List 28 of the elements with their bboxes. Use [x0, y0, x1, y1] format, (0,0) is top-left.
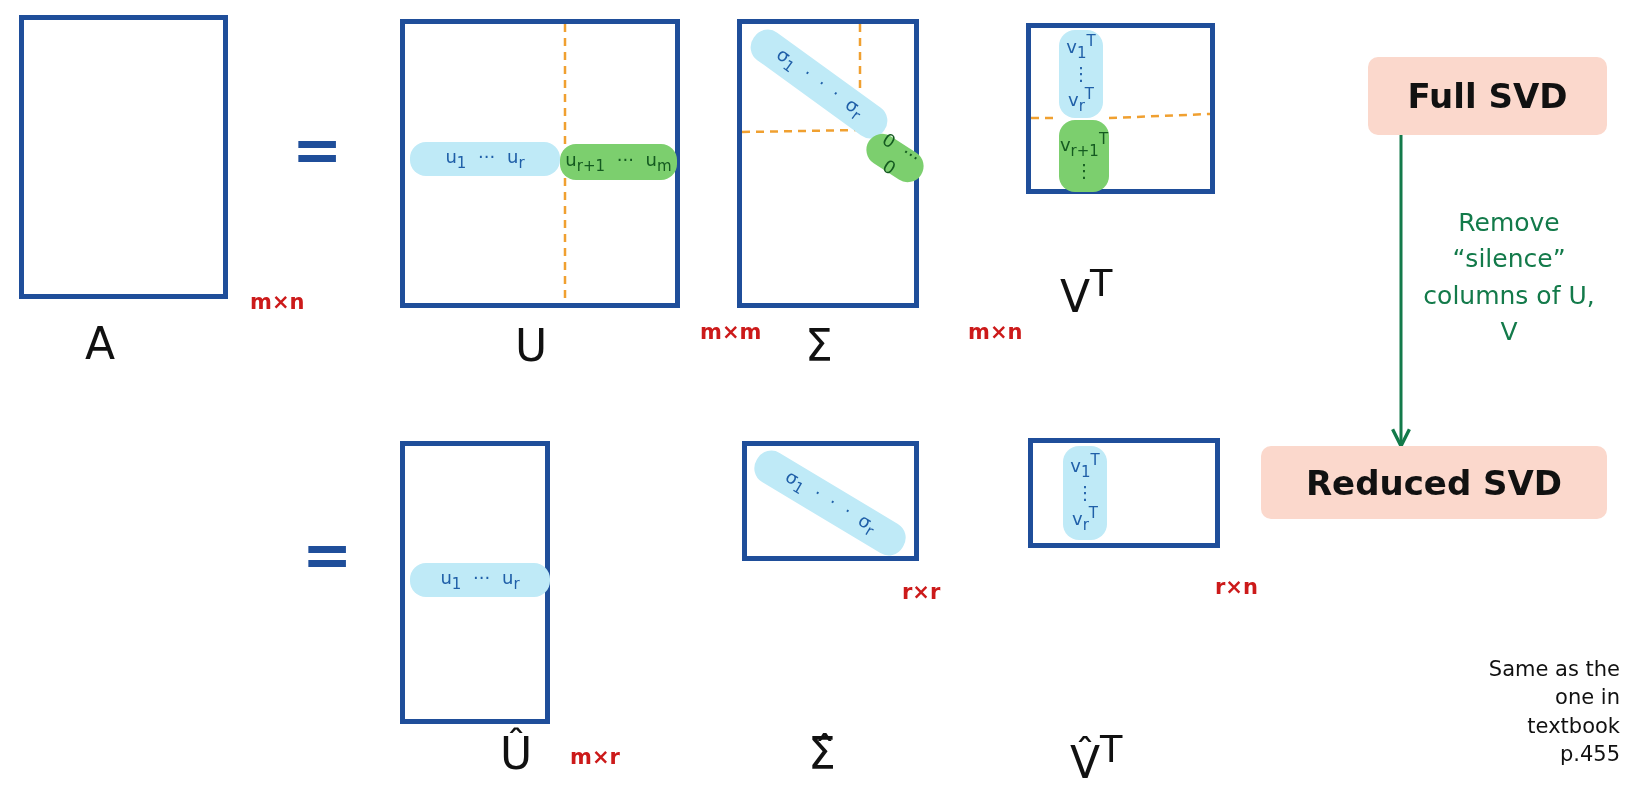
handwritten-note: Same as the one in textbook p.455	[1487, 656, 1620, 769]
equals-sign: =	[302, 525, 354, 585]
matrix-box	[1026, 23, 1215, 194]
matrix-name: Σ	[805, 320, 833, 371]
arrow	[1390, 135, 1412, 448]
svd-type-tag: Reduced SVD	[1261, 446, 1607, 519]
dimension-label: r×n	[1215, 575, 1258, 599]
matrix-box	[19, 15, 228, 299]
vector-entries: u$_{1}$ ··· u$_{r}$	[410, 563, 550, 597]
matrix-box	[400, 19, 680, 308]
matrix-name: U	[515, 320, 548, 371]
equals-sign: =	[292, 120, 344, 180]
dimension-label: m×n	[968, 320, 1023, 344]
dimension-label: m×n	[250, 290, 305, 314]
matrix-name: Û	[500, 728, 533, 779]
matrix-box	[1028, 438, 1220, 548]
matrix-name: A	[85, 318, 116, 369]
edge-label: Remove “silence” columns of U, V	[1422, 207, 1596, 348]
matrix-box	[400, 441, 550, 724]
dimension-label: r×r	[902, 580, 941, 604]
dimension-label: m×m	[700, 320, 762, 344]
matrix-name: V$^{T}$	[1060, 262, 1113, 322]
vector-entries: u$_{r+1}$ ··· u$_{m}$	[560, 144, 677, 180]
matrix-name: Σ̂	[808, 728, 836, 779]
svd-type-tag: Full SVD	[1368, 57, 1607, 135]
dimension-label: m×r	[570, 745, 620, 769]
matrix-name: V̂$^{T}$	[1070, 728, 1123, 788]
vector-entries: u$_{1}$ ··· u$_{r}$	[410, 142, 560, 176]
